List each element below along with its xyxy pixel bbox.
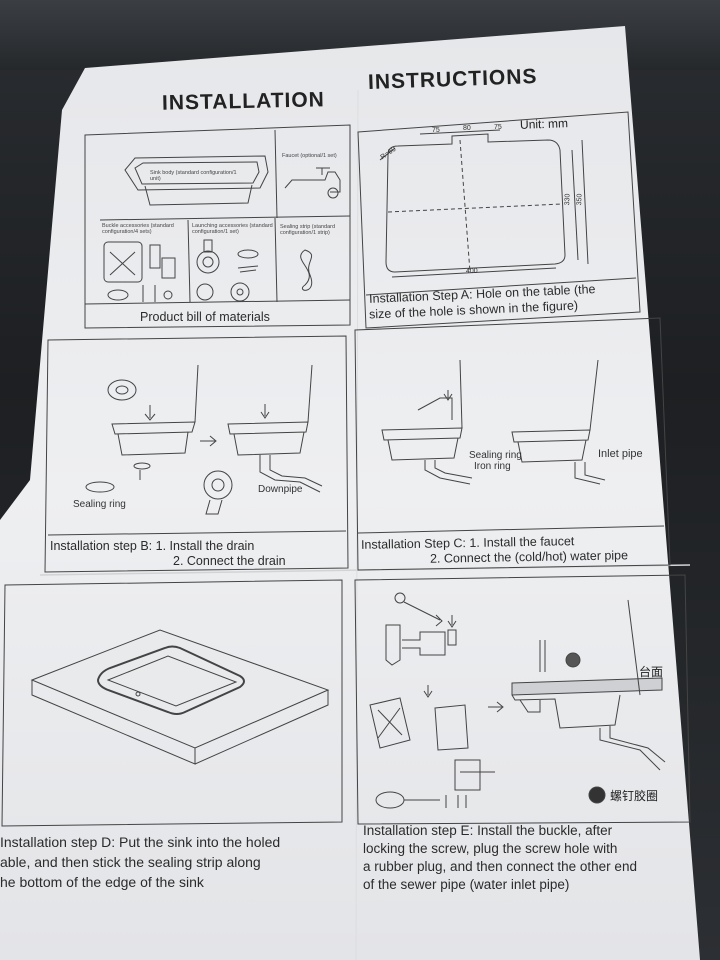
label-faucet: Faucet (optional/1 set): [282, 153, 337, 159]
label-launching-accessories: Launching accessories (standard configur…: [192, 223, 273, 235]
panel-step-e-diagram: [354, 574, 691, 825]
panel-step-c-diagram: [354, 317, 671, 571]
panel-step-d-diagram: [1, 579, 343, 827]
title-installation: INSTALLATION: [161, 88, 326, 115]
caption-bill-of-materials: Product bill of materials: [140, 310, 270, 324]
panel-bill-of-materials: [84, 124, 351, 329]
caption-step-d-line2: able, and then stick the sealing strip a…: [0, 854, 261, 870]
dim-330: 330: [564, 193, 572, 206]
caption-step-e-line2: locking the screw, plug the screw hole w…: [363, 841, 618, 856]
label-buckle-accessories: Buckle accessories (standard configurati…: [102, 223, 174, 235]
dim-350: 350: [576, 193, 584, 206]
dim-75-left: 75: [432, 127, 440, 134]
label-sealing-strip: Sealing strip (standard configuration/1 …: [280, 224, 336, 236]
dim-400: 400: [466, 268, 478, 275]
caption-step-d-line3: he bottom of the edge of the sink: [0, 874, 204, 890]
label-inlet-pipe: Inlet pipe: [598, 448, 643, 460]
caption-step-b-line2: 2. Connect the drain: [173, 554, 286, 568]
dim-75-right: 75: [494, 124, 502, 131]
caption-step-e-line1: Installation step E: Install the buckle,…: [363, 823, 613, 838]
panel-step-a-diagram: [357, 111, 641, 329]
caption-step-b-line1: Installation step B: 1. Install the drai…: [50, 539, 255, 553]
label-downpipe: Downpipe: [258, 484, 303, 495]
label-sealing-ring-c: Sealing ring: [469, 450, 522, 461]
label-sealing-ring-b: Sealing ring: [73, 499, 126, 510]
panel-step-b-diagram: [44, 335, 349, 573]
unit-label: Unit: mm: [519, 116, 569, 132]
dim-80: 80: [463, 125, 471, 132]
label-countertop-cn: 台面: [639, 665, 664, 679]
label-iron-ring: Iron ring: [474, 461, 511, 472]
caption-step-e-line4: of the sewer pipe (water inlet pipe): [363, 877, 570, 892]
label-sink-body: Sink body (standard configuration/1 unit…: [150, 170, 237, 182]
caption-step-d-line1: Installation step D: Put the sink into t…: [0, 834, 281, 850]
caption-step-e-line3: a rubber plug, and then connect the othe…: [363, 859, 637, 874]
label-screw-glue-cn: 螺钉胶圈: [610, 789, 659, 803]
